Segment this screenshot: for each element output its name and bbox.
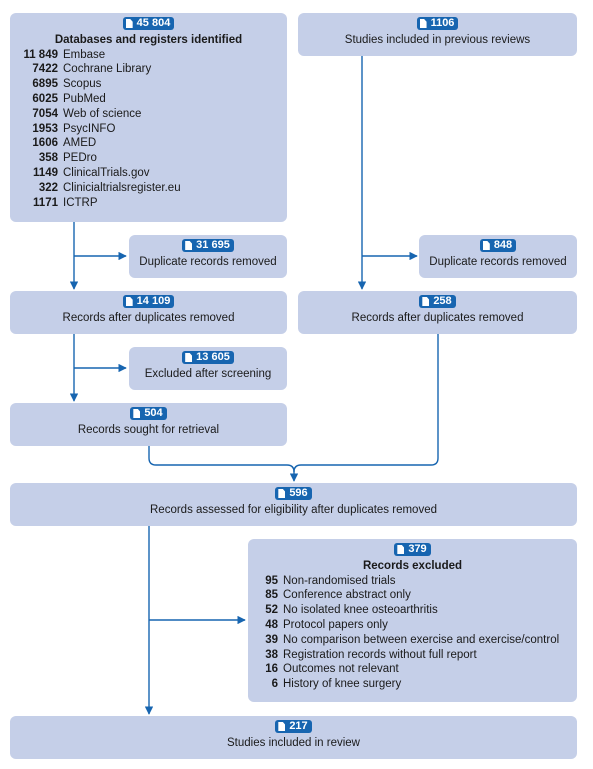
previous-reviews-label: Studies included in previous reviews: [344, 33, 531, 46]
duplicates-removed-label: Duplicate records removed: [139, 255, 277, 268]
count-badge: 504: [130, 407, 167, 420]
studies-included-label: Studies included in review: [227, 736, 360, 749]
sought-retrieval-box: 504 Records sought for retrieval: [10, 403, 287, 446]
after-duplicates-right-box: 258 Records after duplicates removed: [298, 291, 577, 334]
excluded-screening-label: Excluded after screening: [144, 367, 272, 380]
connector-right-merge: [293, 334, 439, 473]
document-icon: [422, 297, 430, 306]
after-duplicates-label: Records after duplicates removed: [351, 311, 524, 324]
document-icon: [397, 545, 405, 554]
identification-title: Databases and registers identified: [54, 33, 243, 46]
assessed-eligibility-label: Records assessed for eligibility after d…: [150, 503, 437, 516]
count-badge: 258: [419, 295, 456, 308]
document-icon: [278, 722, 286, 731]
document-icon: [185, 353, 193, 362]
duplicates-removed-label: Duplicate records removed: [429, 255, 567, 268]
studies-included-box: 217 Studies included in review: [10, 716, 577, 759]
count-badge: 596: [275, 487, 312, 500]
after-duplicates-label: Records after duplicates removed: [62, 311, 235, 324]
count-badge: 848: [479, 239, 517, 252]
count-badge: 217: [275, 720, 312, 733]
document-icon: [185, 241, 193, 250]
count-badge: 13 605: [182, 351, 234, 364]
document-icon: [482, 241, 490, 250]
document-icon: [125, 297, 133, 306]
count-badge: 31 695: [182, 239, 234, 252]
count-badge: 1106: [416, 17, 459, 30]
count-badge: 14 109: [122, 295, 175, 308]
assessed-eligibility-box: 596 Records assessed for eligibility aft…: [10, 483, 577, 526]
count-badge: 45 804: [122, 17, 175, 30]
count-badge: 379: [394, 543, 431, 556]
document-icon: [419, 19, 427, 28]
records-excluded-title: Records excluded: [362, 559, 463, 572]
excluded-screening-box: 13 605 Excluded after screening: [129, 347, 287, 390]
document-icon: [133, 409, 141, 418]
after-duplicates-left-box: 14 109 Records after duplicates removed: [10, 291, 287, 334]
duplicates-removed-left-box: 31 695 Duplicate records removed: [129, 235, 287, 278]
document-icon: [278, 489, 286, 498]
previous-reviews-box: 1106 Studies included in previous review…: [298, 13, 577, 56]
connector-sought-merge: [148, 446, 299, 482]
sought-retrieval-label: Records sought for retrieval: [77, 423, 220, 436]
identification-box: 45 804 Databases and registers identifie…: [10, 13, 287, 222]
document-icon: [125, 19, 133, 28]
duplicates-removed-right-box: 848 Duplicate records removed: [419, 235, 577, 278]
